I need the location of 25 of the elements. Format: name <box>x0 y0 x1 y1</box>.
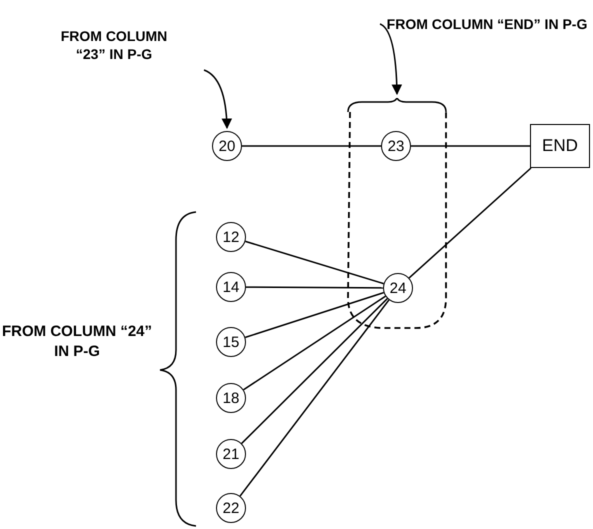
connector-line <box>242 145 381 147</box>
node-label: 15 <box>222 334 240 350</box>
arrow <box>204 69 232 130</box>
node-label: 24 <box>390 280 406 296</box>
connector-line <box>246 286 383 289</box>
arrow <box>380 23 402 96</box>
connector-line <box>408 167 532 278</box>
node-label: 18 <box>222 390 240 406</box>
connector-line <box>239 300 390 496</box>
node-label: 20 <box>218 138 236 154</box>
node-label: 12 <box>222 230 240 244</box>
connector-line <box>245 292 384 338</box>
node-label: 21 <box>222 446 240 462</box>
connector-line <box>411 145 530 147</box>
node-label: 22 <box>222 500 240 516</box>
node-label: FROM COLUMN “END” IN P-G <box>386 14 588 34</box>
connector-line <box>241 298 388 444</box>
node-label: 14 <box>222 280 240 294</box>
node-label: FROM COLUMN “23” IN P-G <box>60 26 168 64</box>
connector-line <box>243 296 386 390</box>
end-box <box>530 124 590 168</box>
node-label: 23 <box>388 138 404 154</box>
group-label: FROM COLUMN “24” IN P-G <box>2 322 152 361</box>
connector-line <box>245 240 384 284</box>
node-label: END <box>542 135 578 158</box>
